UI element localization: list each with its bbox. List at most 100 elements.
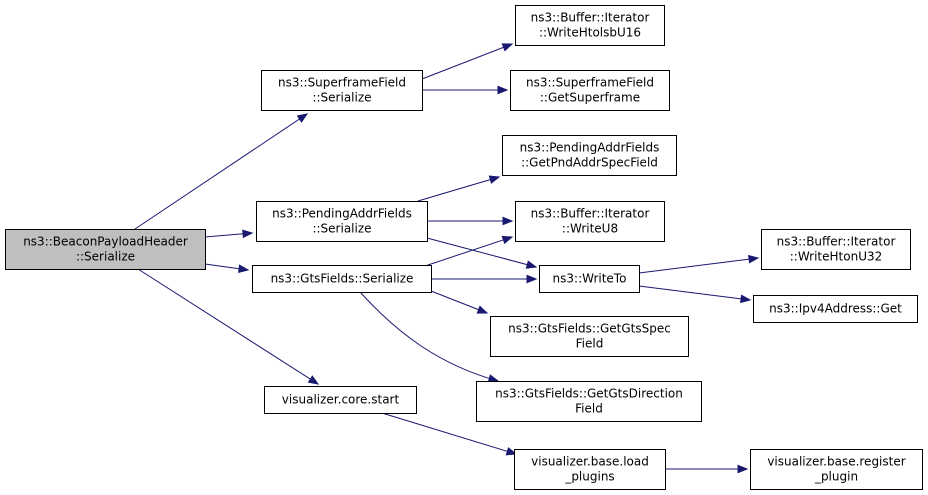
node-write-htolsb[interactable]: ns3::Buffer::Iterator::WriteHtolsbU16 bbox=[515, 5, 665, 46]
node-label-line: ns3::GtsFields::Serialize bbox=[271, 272, 414, 286]
arrowhead-icon bbox=[505, 447, 518, 456]
arrowhead-icon bbox=[488, 175, 501, 184]
arrowhead-icon bbox=[476, 305, 489, 314]
node-box[interactable] bbox=[750, 449, 923, 490]
edge-viz_start-to-load_plugins bbox=[381, 412, 518, 456]
edge-superframe_ser-to-get_superframe bbox=[422, 85, 509, 95]
node-register-plugin[interactable]: visualizer.base.register_plugin bbox=[750, 449, 923, 490]
edge-line bbox=[426, 237, 537, 268]
edge-beacon-to-superframe_ser bbox=[134, 113, 309, 230]
node-get-superframe[interactable]: ns3::SuperframeField::GetSuperframe bbox=[510, 70, 670, 111]
arrowhead-icon bbox=[502, 216, 514, 226]
edge-line bbox=[424, 236, 513, 267]
node-pending-ser[interactable]: ns3::PendingAddrFields::Serialize bbox=[256, 201, 428, 242]
node-box[interactable] bbox=[476, 381, 702, 422]
edge-pending_ser-to-write_to bbox=[426, 237, 538, 269]
node-box[interactable] bbox=[256, 201, 428, 242]
edge-gts_ser-to-write_u8 bbox=[424, 235, 514, 267]
node-write-u8[interactable]: ns3::Buffer::Iterator::WriteU8 bbox=[515, 201, 665, 242]
edge-gts_ser-to-gts_dir bbox=[359, 291, 500, 383]
node-label-line: ns3::PendingAddrFields bbox=[272, 207, 412, 221]
edge-beacon-to-gts_ser bbox=[204, 263, 250, 273]
edge-pending_ser-to-write_u8 bbox=[427, 216, 514, 226]
node-box[interactable] bbox=[539, 265, 640, 293]
node-label-line: ::WriteHtolsbU16 bbox=[539, 26, 641, 40]
node-label-line: ::Serialize bbox=[76, 250, 135, 264]
arrowhead-icon bbox=[501, 235, 514, 245]
node-label-line: ns3::GtsFields::GetGtsSpec bbox=[508, 322, 671, 336]
node-label-line: _plugin bbox=[814, 470, 858, 484]
node-gts-ser[interactable]: ns3::GtsFields::Serialize bbox=[252, 265, 432, 293]
nodes-layer: ns3::BeaconPayloadHeader::Serializens3::… bbox=[5, 5, 923, 490]
arrowhead-icon bbox=[525, 260, 538, 269]
node-get-pnd[interactable]: ns3::PendingAddrFields::GetPndAddrSpecFi… bbox=[502, 135, 677, 176]
node-label-line: ::WriteHtonU32 bbox=[790, 250, 883, 264]
edge-write_to-to-write_hton bbox=[638, 254, 760, 274]
edge-gts_ser-to-gts_spec bbox=[430, 290, 489, 314]
node-label-line: ns3::SuperframeField bbox=[278, 76, 406, 90]
node-label-line: ns3::Ipv4Address::Get bbox=[769, 302, 902, 316]
arrowhead-icon bbox=[748, 254, 760, 264]
node-label-line: visualizer.base.load bbox=[531, 455, 649, 469]
node-label-line: ns3::SuperframeField bbox=[526, 76, 654, 90]
node-ipv4-get[interactable]: ns3::Ipv4Address::Get bbox=[753, 295, 918, 323]
node-box[interactable] bbox=[252, 265, 432, 293]
arrowhead-icon bbox=[740, 294, 752, 304]
node-label-line: ns3::Buffer::Iterator bbox=[777, 235, 896, 249]
node-label-line: Field bbox=[576, 337, 604, 351]
edge-line bbox=[421, 43, 513, 80]
edge-pending_ser-to-get_pnd bbox=[417, 175, 501, 202]
node-label-line: ns3::Buffer::Iterator bbox=[531, 207, 650, 221]
arrowhead-icon bbox=[737, 464, 749, 474]
edge-gts_ser-to-write_to bbox=[431, 274, 538, 284]
arrowhead-icon bbox=[307, 375, 320, 385]
edge-load_plugins-to-register_plugin bbox=[665, 464, 749, 474]
arrowhead-icon bbox=[242, 229, 254, 239]
edge-line bbox=[417, 176, 500, 202]
node-viz-start[interactable]: visualizer.core.start bbox=[264, 386, 417, 414]
node-write-hton[interactable]: ns3::Buffer::Iterator::WriteHtonU32 bbox=[761, 229, 911, 270]
node-box[interactable] bbox=[753, 295, 918, 323]
node-beacon[interactable]: ns3::BeaconPayloadHeader::Serialize bbox=[5, 229, 206, 270]
arrowhead-icon bbox=[237, 264, 250, 273]
edge-line bbox=[359, 291, 499, 382]
node-box[interactable] bbox=[515, 5, 665, 46]
node-label-line: _plugins bbox=[564, 470, 614, 484]
node-label-line: ns3::BeaconPayloadHeader bbox=[23, 235, 188, 249]
node-label-line: visualizer.base.register bbox=[767, 455, 905, 469]
edge-line bbox=[638, 257, 759, 274]
edge-line bbox=[381, 412, 517, 455]
node-box[interactable] bbox=[502, 135, 677, 176]
arrowhead-icon bbox=[526, 274, 538, 284]
node-box[interactable] bbox=[490, 316, 689, 357]
node-label-line: ns3::Buffer::Iterator bbox=[531, 11, 650, 25]
edge-line bbox=[430, 290, 488, 314]
node-box[interactable] bbox=[761, 229, 911, 270]
edge-line bbox=[134, 113, 308, 230]
node-box[interactable] bbox=[514, 449, 666, 490]
edges-layer bbox=[134, 43, 760, 474]
node-label-line: ns3::GtsFields::GetGtsDirection bbox=[495, 387, 683, 401]
arrowhead-icon bbox=[501, 43, 514, 52]
node-superframe-ser[interactable]: ns3::SuperframeField::Serialize bbox=[261, 70, 423, 111]
node-label-line: ::WriteU8 bbox=[562, 222, 618, 236]
arrowhead-icon bbox=[296, 113, 309, 123]
edge-line bbox=[638, 285, 751, 301]
node-box[interactable] bbox=[515, 201, 665, 242]
node-box[interactable] bbox=[510, 70, 670, 111]
edge-superframe_ser-to-write_htolsb bbox=[421, 43, 514, 80]
node-box[interactable] bbox=[261, 70, 423, 111]
node-label-line: visualizer.core.start bbox=[282, 393, 400, 407]
edge-beacon-to-pending_ser bbox=[204, 229, 254, 239]
node-label-line: ns3::PendingAddrFields bbox=[520, 141, 660, 155]
node-write-to[interactable]: ns3::WriteTo bbox=[539, 265, 640, 293]
node-box[interactable] bbox=[5, 229, 206, 270]
node-label-line: Field bbox=[575, 402, 603, 416]
edge-line bbox=[137, 268, 319, 385]
node-box[interactable] bbox=[264, 386, 417, 414]
edge-write_to-to-ipv4_get bbox=[638, 285, 752, 304]
node-load-plugins[interactable]: visualizer.base.load_plugins bbox=[514, 449, 666, 490]
